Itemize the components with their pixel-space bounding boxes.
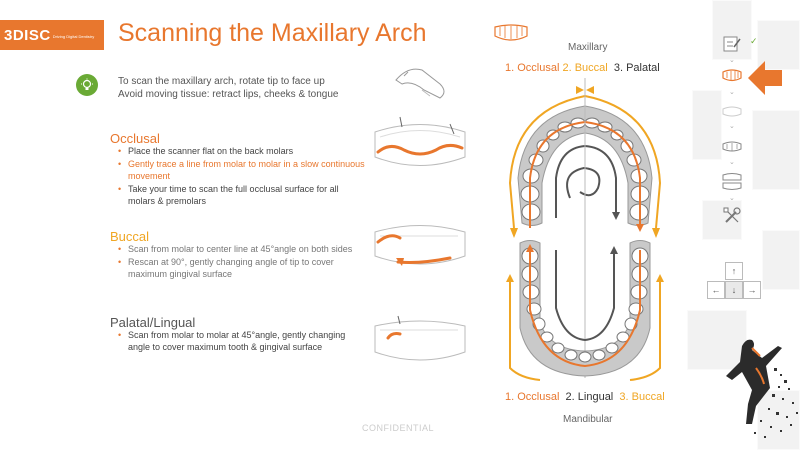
occlusal-bullet-3: Take your time to scan the full occlusal… — [118, 183, 368, 207]
buccal-jaw-illustration — [374, 225, 466, 266]
mandibular-steps: 1. Occlusal 2. Lingual 3. Buccal — [505, 391, 665, 403]
tip-line-1: To scan the maxillary arch, rotate tip t… — [118, 76, 325, 87]
buccal-bullets: Scan from molar to center line at 45°ang… — [118, 243, 368, 281]
chevron-down-icon: ⌄ — [729, 159, 735, 166]
arrow-left-button[interactable]: ← — [707, 281, 725, 299]
mandibular-label: Mandibular — [563, 414, 613, 425]
step-occlusal: 1. Occlusal — [505, 62, 560, 74]
step-lower-buccal: 3. Buccal — [619, 391, 665, 403]
lower-jaw-icon[interactable] — [721, 136, 743, 156]
arch-diagram — [506, 78, 664, 381]
arrow-up-button[interactable]: ↑ — [725, 262, 743, 280]
completed-check-icon: ✓ — [750, 36, 758, 46]
clipboard-edit-icon[interactable] — [721, 34, 743, 54]
arrow-right-button[interactable]: → — [743, 281, 761, 299]
lightbulb-icon — [76, 74, 98, 96]
brand-logo: 3DISC Driving Digital Dentistry — [0, 20, 104, 50]
buccal-bullet-2: Rescan at 90°, gently changing angle of … — [118, 256, 368, 280]
upper-jaw-icon[interactable] — [721, 66, 743, 86]
page-title: Scanning the Maxillary Arch — [118, 19, 427, 47]
logo-tagline: Driving Digital Dentistry — [52, 34, 95, 39]
dancer-figure-image — [726, 339, 798, 438]
chevron-down-icon: ⌄ — [729, 195, 735, 202]
palatal-bullets: Scan from molar to molar at 45°angle, ge… — [118, 329, 368, 354]
chevron-down-icon: ⌄ — [729, 57, 735, 64]
tools-icon[interactable] — [721, 206, 743, 226]
occlusal-bullet-2: Gently trace a line from molar to molar … — [118, 158, 368, 182]
upper-jaw-gray-icon[interactable] — [721, 102, 743, 122]
current-step-arrow-icon — [748, 61, 782, 95]
step-buccal: 2. Buccal — [562, 62, 608, 74]
sidebar-panel — [682, 0, 800, 450]
step-lower-lingual: 2. Lingual — [565, 391, 614, 403]
chevron-down-icon: ⌄ — [729, 89, 735, 96]
scanner-illustration — [395, 68, 445, 99]
occlusal-bullets: Place the scanner flat on the back molar… — [118, 145, 368, 208]
confidential-watermark: CONFIDENTIAL — [362, 423, 435, 433]
buccal-bullet-1: Scan from molar to center line at 45°ang… — [118, 243, 368, 255]
occlusal-bullet-1: Place the scanner flat on the back molar… — [118, 145, 368, 157]
logo-text: 3DISC — [4, 26, 51, 44]
chevron-down-icon: ⌄ — [729, 123, 735, 130]
bite-icon[interactable] — [721, 172, 743, 192]
occlusal-heading: Occlusal — [110, 131, 160, 146]
upper-teeth-icon — [494, 24, 528, 41]
palatal-jaw-illustration — [374, 315, 466, 361]
tip-line-2: Avoid moving tissue: retract lips, cheek… — [118, 89, 339, 100]
maxillary-label: Maxillary — [568, 42, 608, 53]
tip-text: To scan the maxillary arch, rotate tip t… — [118, 75, 388, 101]
occlusal-jaw-illustration — [374, 116, 466, 166]
step-palatal: 3. Palatal — [613, 62, 660, 74]
arrow-down-button[interactable]: ↓ — [725, 281, 743, 299]
maxillary-steps: 1. Occlusal 2. Buccal 3. Palatal — [505, 62, 660, 74]
palatal-heading: Palatal/Lingual — [110, 315, 196, 330]
step-lower-occlusal: 1. Occlusal — [505, 391, 560, 403]
palatal-bullet-1: Scan from molar to molar at 45°angle, ge… — [118, 329, 368, 353]
buccal-heading: Buccal — [110, 229, 150, 244]
